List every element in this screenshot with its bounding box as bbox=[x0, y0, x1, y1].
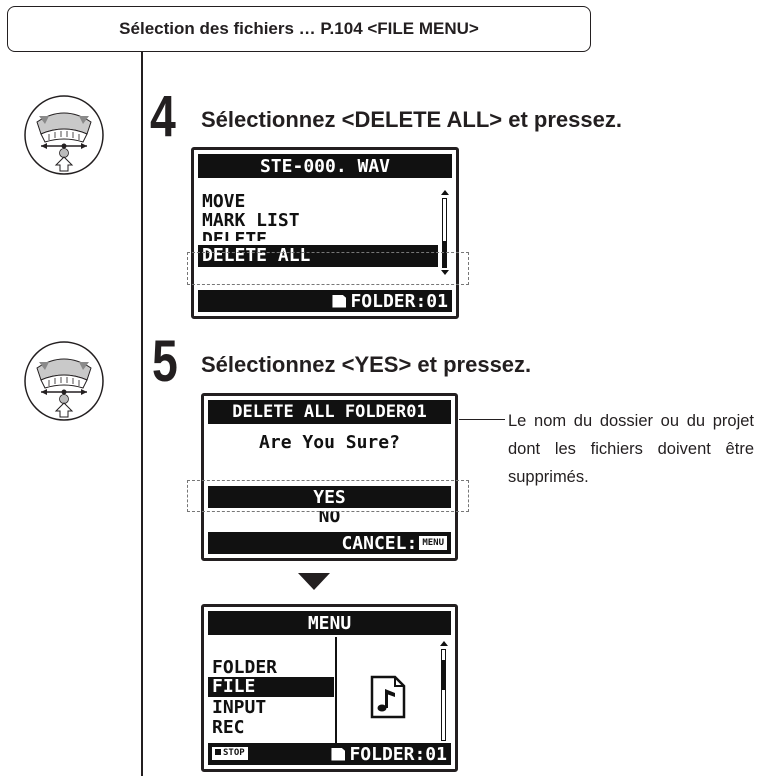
stop-badge: STOP bbox=[212, 747, 248, 760]
folder-icon bbox=[331, 747, 346, 761]
option-yes[interactable]: YES bbox=[208, 486, 451, 508]
option-no[interactable]: NO bbox=[318, 511, 341, 524]
menu-item[interactable]: REC bbox=[212, 717, 245, 738]
menu-item[interactable]: FOLDER bbox=[212, 657, 278, 678]
scrollbar[interactable] bbox=[442, 198, 447, 268]
lcd-title-bar: DELETE ALL FOLDER01 bbox=[208, 400, 451, 424]
annotation-leader-line bbox=[459, 419, 505, 420]
menu-key-badge: MENU bbox=[419, 536, 447, 550]
lcd-footer-bar: FOLDER:01 bbox=[198, 290, 452, 312]
menu-item-selected[interactable]: DELETE ALL bbox=[198, 245, 438, 267]
jog-dial-press-icon bbox=[24, 95, 104, 175]
divider-line bbox=[141, 51, 143, 776]
step-number: 4 bbox=[150, 84, 176, 149]
folder-label: FOLDER:01 bbox=[350, 290, 448, 312]
menu-item-selected[interactable]: FILE bbox=[208, 677, 334, 697]
lcd-footer-bar: STOP FOLDER:01 bbox=[208, 743, 451, 765]
scrollbar-thumb bbox=[442, 660, 445, 690]
lcd-title-bar: STE-000. WAV bbox=[198, 154, 452, 178]
annotation-text: Le nom du dossier ou du projet dont les … bbox=[508, 412, 754, 486]
step-instruction: Sélectionnez <YES> et pressez. bbox=[201, 352, 532, 377]
selection-highlight bbox=[187, 252, 469, 285]
step-number: 5 bbox=[152, 329, 178, 394]
lcd-screen-delete-confirm: DELETE ALL FOLDER01 Are You Sure? YES NO… bbox=[201, 393, 458, 561]
menu-item[interactable]: MOVE bbox=[202, 191, 246, 212]
down-triangle-icon bbox=[298, 573, 330, 590]
scroll-down-icon bbox=[441, 270, 449, 275]
cancel-label: CANCEL: bbox=[341, 532, 418, 554]
jog-dial-press-icon bbox=[24, 341, 104, 421]
scroll-up-icon bbox=[441, 190, 449, 195]
scrollbar-thumb bbox=[443, 241, 446, 267]
section-header: Sélection des fichiers … P.104 <FILE MEN… bbox=[7, 6, 591, 52]
step-instruction: Sélectionnez <DELETE ALL> et pressez. bbox=[201, 107, 622, 132]
scrollbar[interactable] bbox=[441, 649, 446, 741]
lcd-footer-bar: CANCEL: MENU bbox=[208, 532, 451, 554]
lcd-title: MENU bbox=[307, 612, 352, 634]
folder-label: FOLDER:01 bbox=[349, 743, 447, 765]
lcd-title: STE-000. WAV bbox=[259, 155, 391, 177]
lcd-screen-menu: MENU FOLDER FILE INPUT REC STOP FOLDER:0… bbox=[201, 604, 458, 772]
menu-item[interactable]: DELETE bbox=[202, 231, 267, 241]
confirm-prompt: Are You Sure? bbox=[259, 432, 400, 453]
music-file-icon bbox=[370, 675, 406, 719]
lcd-title: DELETE ALL FOLDER01 bbox=[232, 402, 427, 422]
menu-divider bbox=[335, 637, 337, 747]
section-header-title: Sélection des fichiers … P.104 <FILE MEN… bbox=[119, 19, 479, 38]
lcd-title-bar: MENU bbox=[208, 611, 451, 635]
lcd-screen-file-menu: STE-000. WAV MOVE MARK LIST DELETE DELET… bbox=[191, 147, 459, 319]
scroll-up-icon bbox=[440, 641, 448, 646]
menu-item[interactable]: INPUT bbox=[212, 697, 267, 718]
selection-highlight bbox=[187, 480, 469, 512]
menu-item[interactable]: MARK LIST bbox=[202, 210, 300, 231]
folder-icon bbox=[332, 294, 347, 308]
